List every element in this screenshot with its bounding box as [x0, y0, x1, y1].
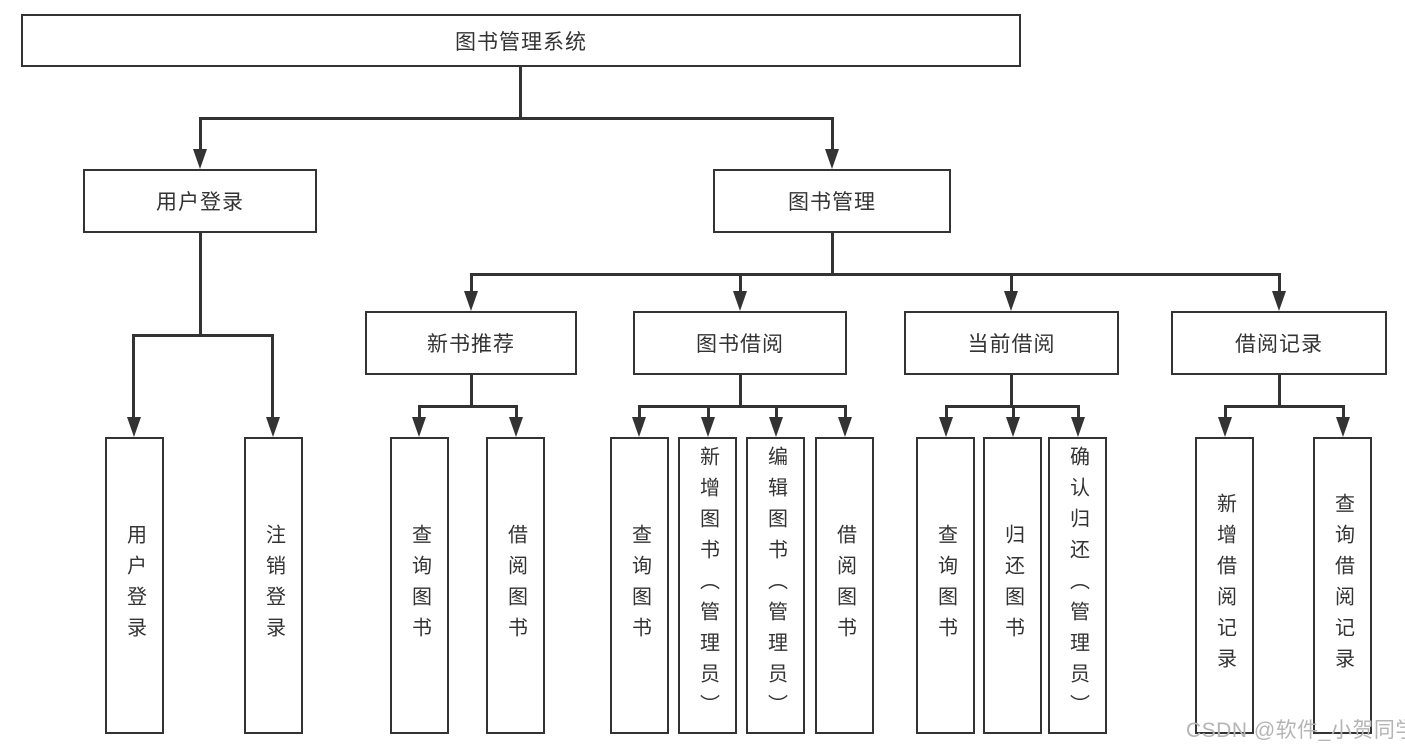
arrowhead-leaf-user-login: [127, 417, 141, 437]
arrowhead-leaf: [1218, 417, 1232, 437]
connector-to-book-management: [831, 117, 834, 151]
leaf-label: 借阅图书: [833, 523, 856, 648]
leaf-edit-books-admin: 编辑图书（管理员）: [746, 437, 805, 734]
arrowhead-leaf: [412, 417, 426, 437]
connector-root-stem: [519, 66, 522, 120]
node-book-management: 图书管理: [713, 169, 951, 233]
connector-book-management-stem: [831, 231, 834, 276]
connector-book-borrowing-stem: [739, 373, 742, 408]
connector-to-current-borrowing: [1010, 273, 1013, 293]
connector-book-borrowing-hbar: [638, 405, 846, 408]
connector-root-hbar: [199, 117, 833, 120]
node-label: 借阅记录: [1235, 333, 1323, 356]
node-new-book-recommendation: 新书推荐: [365, 311, 577, 375]
node-label: 图书管理系统: [455, 30, 587, 54]
leaf-label: 新增借阅记录: [1213, 492, 1236, 679]
leaf-label: 新增图书（管理员）: [696, 446, 719, 725]
leaf-confirm-return-admin: 确认归还（管理员）: [1048, 437, 1107, 734]
connector-leaf: [515, 405, 518, 419]
connector-borrowing-records-hbar: [1224, 405, 1344, 408]
connector-leaf: [1342, 405, 1345, 419]
leaf-add-books-admin: 新增图书（管理员）: [678, 437, 737, 734]
leaf-label: 借阅图书: [504, 523, 527, 648]
node-library-management-system: 图书管理系统: [21, 14, 1021, 67]
leaf-label: 用户登录: [123, 523, 146, 648]
arrowhead-new-book: [464, 291, 478, 311]
leaf-label: 确认归还（管理员）: [1066, 446, 1089, 725]
connector-leaf: [1077, 405, 1080, 419]
connector-leaf: [1012, 405, 1015, 419]
node-current-borrowing: 当前借阅: [904, 311, 1119, 375]
connector-to-leaf-user-login: [132, 334, 135, 419]
node-label: 图书管理: [788, 191, 876, 214]
node-user-login: 用户登录: [83, 169, 317, 233]
arrowhead-leaf: [509, 417, 523, 437]
connector-user-login-stem: [199, 231, 202, 337]
connector-to-borrowing-records: [1278, 273, 1281, 293]
arrowhead-leaf-logout: [266, 417, 280, 437]
connector-leaf: [945, 405, 948, 419]
leaf-borrow-books-recommend: 借阅图书: [486, 437, 545, 734]
connector-current-borrowing-stem: [1010, 373, 1013, 408]
leaf-label: 查询图书: [628, 523, 651, 648]
arrowhead-leaf: [1071, 417, 1085, 437]
node-label: 新书推荐: [427, 333, 515, 356]
connector-leaf: [638, 405, 641, 419]
connector-leaf: [1224, 405, 1227, 419]
arrowhead-leaf: [701, 417, 715, 437]
connector-leaf: [707, 405, 710, 419]
connector-to-user-login: [199, 117, 202, 151]
connector-leaf: [418, 405, 421, 419]
connector-book-management-hbar: [470, 273, 1280, 276]
arrowhead-book-management: [825, 149, 839, 169]
connector-to-leaf-logout: [271, 334, 274, 419]
leaf-query-books-borrow: 查询图书: [610, 437, 669, 734]
arrowhead-leaf: [1006, 417, 1020, 437]
leaf-return-books: 归还图书: [983, 437, 1042, 734]
arrowhead-leaf: [769, 417, 783, 437]
arrowhead-leaf: [1336, 417, 1350, 437]
leaf-borrow-books: 借阅图书: [815, 437, 874, 734]
connector-leaf: [775, 405, 778, 419]
connector-new-book-stem: [470, 373, 473, 408]
connector-leaf: [844, 405, 847, 419]
node-label: 用户登录: [156, 191, 244, 214]
arrowhead-leaf: [632, 417, 646, 437]
arrowhead-current-borrowing: [1004, 291, 1018, 311]
connector-user-login-hbar: [132, 334, 274, 337]
leaf-add-borrow-record: 新增借阅记录: [1195, 437, 1254, 734]
leaf-label: 编辑图书（管理员）: [764, 446, 787, 725]
leaf-logout: 注销登录: [244, 437, 303, 734]
leaf-label: 注销登录: [262, 523, 285, 648]
node-borrowing-records: 借阅记录: [1171, 311, 1387, 375]
node-label: 当前借阅: [967, 333, 1056, 356]
connector-borrowing-records-stem: [1278, 373, 1281, 408]
connector-to-new-book: [470, 273, 473, 293]
node-label: 图书借阅: [696, 333, 784, 356]
arrowhead-borrowing-records: [1272, 291, 1286, 311]
leaf-user-login: 用户登录: [105, 437, 164, 734]
arrowhead-book-borrowing: [733, 291, 747, 311]
csdn-watermark: CSDN @软件_小贺同学: [1186, 719, 1405, 742]
connector-new-book-hbar: [418, 405, 518, 408]
leaf-label: 归还图书: [1001, 523, 1024, 648]
leaf-query-books-recommend: 查询图书: [390, 437, 449, 734]
node-book-borrowing: 图书借阅: [633, 311, 847, 375]
leaf-query-borrow-record: 查询借阅记录: [1313, 437, 1372, 734]
arrowhead-user-login: [193, 149, 207, 169]
leaf-label: 查询借阅记录: [1331, 492, 1354, 679]
arrowhead-leaf: [939, 417, 953, 437]
connector-to-book-borrowing: [739, 273, 742, 293]
leaf-label: 查询图书: [408, 523, 431, 648]
leaf-label: 查询图书: [934, 523, 957, 648]
arrowhead-leaf: [838, 417, 852, 437]
leaf-query-books-current: 查询图书: [916, 437, 975, 734]
